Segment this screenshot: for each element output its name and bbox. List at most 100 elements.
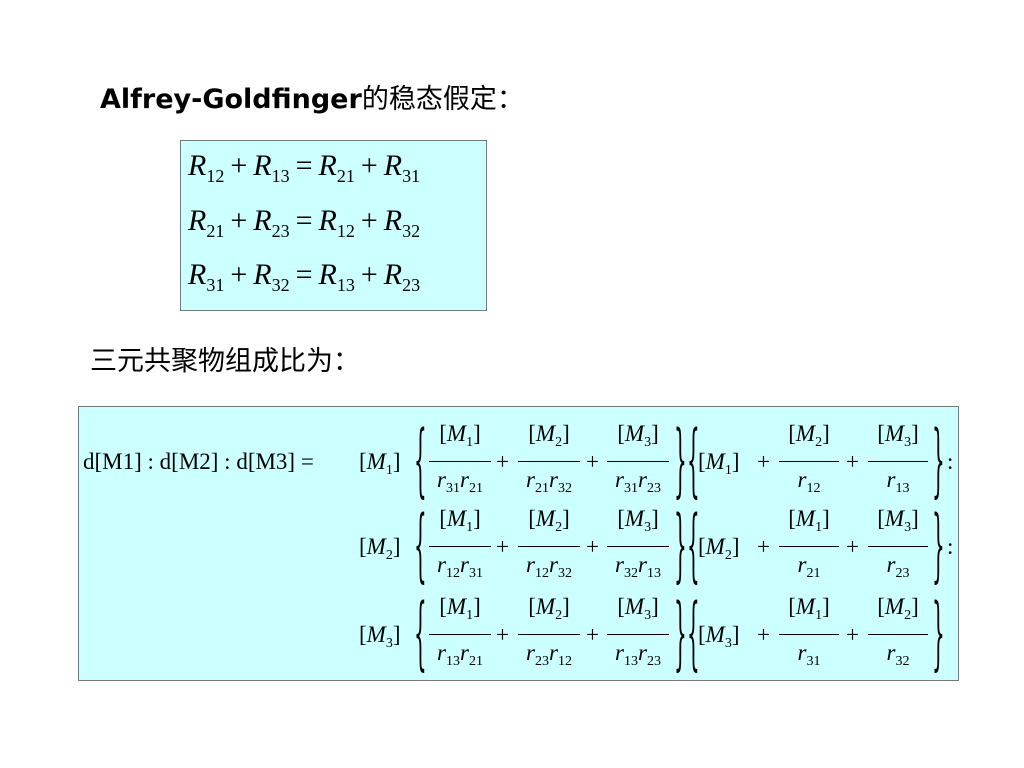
colon: : [947, 449, 954, 474]
conc-sub: 2 [555, 435, 563, 450]
fraction-c-2-den: r32r13 [607, 552, 669, 581]
term-sub: 21 [206, 221, 225, 241]
heading-composition: 三元共聚物组成比为： [90, 346, 360, 377]
ratio-sub: 13 [646, 566, 661, 581]
ratio-sub: 23 [895, 566, 910, 581]
ratio-sub: 31 [446, 481, 460, 496]
heading-cjk: 的稳态假定： [361, 84, 524, 115]
fraction-d-3-den: r31 [779, 640, 839, 669]
lead-sub: 2 [385, 548, 393, 563]
fraction-b-2-bar [518, 546, 580, 547]
left-brace: { [414, 496, 427, 592]
conc: M [535, 594, 556, 619]
inner: M [705, 449, 725, 474]
ratio: r [797, 640, 807, 665]
ratio: r [526, 467, 535, 492]
inner: M [705, 534, 725, 559]
ratio-sub: 21 [468, 654, 483, 669]
fraction-a-1: [M1]r31r21 [429, 421, 491, 501]
ratio-sub: 12 [446, 566, 460, 581]
ratio: r [460, 552, 469, 577]
plus: + [586, 449, 599, 475]
inner-rb: ] [731, 449, 740, 474]
fraction-b-3-bar [518, 634, 580, 635]
fraction-d-2-num: [M1] [779, 506, 839, 535]
fraction-a-3: [M1]r13r21 [429, 594, 491, 674]
fraction-a-1-bar [429, 461, 491, 462]
conc: M [446, 594, 467, 619]
ratio: r [797, 467, 807, 492]
plus: + [360, 204, 378, 237]
inner-rb: ] [731, 534, 740, 559]
fraction-c-3-bar [607, 634, 669, 635]
conc: M [795, 506, 816, 531]
ratio: r [638, 640, 647, 665]
fraction-e-3: [M2]r32 [868, 594, 928, 674]
term-sub: 12 [336, 221, 355, 241]
ratio: r [460, 467, 469, 492]
fraction-e-2-num: [M3] [868, 506, 928, 535]
right-brace: } [674, 411, 687, 507]
fraction-b-2-den: r12r32 [518, 552, 580, 581]
steady-state-eq-2: R21+R23=R12+R32 [188, 204, 420, 241]
plus: + [496, 449, 509, 475]
fraction-c-1-bar [607, 461, 669, 462]
ratio-sub: 13 [446, 654, 460, 669]
plus-sign: + [496, 622, 509, 647]
conc-lb: [ [617, 421, 625, 446]
fraction-e-2: [M3]r23 [868, 506, 928, 586]
term-sub: 13 [271, 166, 290, 186]
ratio: r [460, 640, 469, 665]
ratio: r [526, 552, 535, 577]
term: R [188, 258, 207, 291]
conc-lb: [ [788, 594, 796, 619]
row-separator: : [947, 534, 953, 560]
fraction-a-2-num: [M1] [429, 506, 491, 535]
ratio: r [615, 640, 624, 665]
fraction-c-1: [M3]r31r23 [607, 421, 669, 501]
lead-sub: 1 [385, 463, 393, 478]
composition-equations: d[M1] : d[M2] : d[M3] =[M1]{[M1]r31r21+[… [78, 406, 959, 681]
heading-steady-state: Alfrey-Goldfinger的稳态假定： [100, 84, 524, 116]
ratio-sub: 21 [468, 481, 483, 496]
conc-rb: ] [822, 506, 830, 531]
plus: + [757, 534, 770, 560]
plus: + [586, 534, 599, 560]
ratio-sub: 13 [895, 481, 910, 496]
plus: + [846, 449, 859, 475]
ratio-sub: 23 [646, 481, 661, 496]
fraction-d-2: [M1]r21 [779, 506, 839, 586]
conc-lb: [ [439, 594, 447, 619]
ratio-sub: 23 [535, 654, 549, 669]
right-brace: } [674, 496, 687, 592]
ratio-sub: 31 [624, 481, 638, 496]
conc: M [884, 594, 905, 619]
conc: M [884, 421, 905, 446]
term: R [188, 149, 207, 182]
conc: M [795, 421, 816, 446]
plus: + [846, 622, 859, 648]
plus: + [586, 622, 599, 648]
equals: = [295, 149, 313, 182]
conc-rb: ] [562, 594, 570, 619]
inner-sub: 1 [724, 463, 732, 478]
ratio: r [549, 640, 558, 665]
right-brace: } [674, 584, 687, 680]
lhs-text: d[M1] : d[M2] : d[M3] = [83, 449, 314, 474]
conc-lb: [ [528, 421, 536, 446]
fraction-a-2-den: r12r31 [429, 552, 491, 581]
conc-sub: 3 [644, 435, 652, 450]
conc-lb: [ [788, 421, 796, 446]
conc: M [624, 594, 645, 619]
steady-state-eq-3: R31+R32=R13+R23 [188, 258, 420, 294]
plus: + [360, 258, 378, 291]
inner-sub: 3 [724, 636, 732, 651]
plus: + [360, 149, 378, 182]
fraction-a-3-den: r13r21 [429, 640, 491, 669]
conc-rb: ] [651, 421, 659, 446]
term-sub: 23 [271, 221, 290, 241]
inner-lb: [ [698, 449, 706, 474]
ratio-sub: 32 [557, 481, 572, 496]
plus-sign: + [586, 534, 599, 559]
